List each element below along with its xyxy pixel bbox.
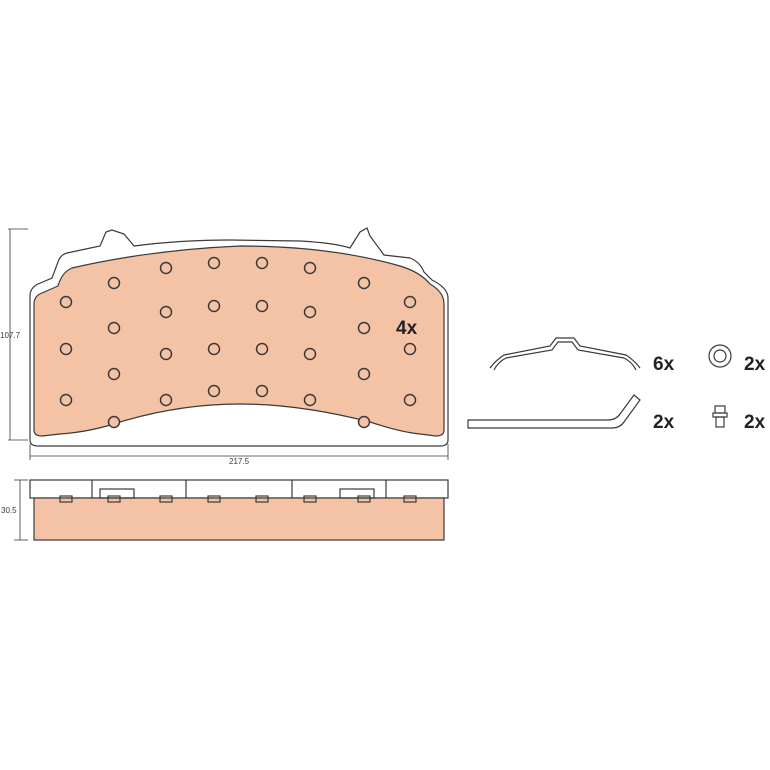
rivet: [159, 347, 173, 361]
side-rivet-group: [59, 495, 417, 503]
side-rivet: [357, 495, 371, 503]
rivet: [303, 305, 317, 319]
ring-quantity: 2x: [744, 354, 766, 375]
rivet: [107, 415, 121, 429]
pad-side-view: [29, 479, 449, 541]
side-rivet: [303, 495, 317, 503]
rivet: [403, 393, 417, 407]
bolt-icon: [712, 405, 728, 428]
rivet: [303, 393, 317, 407]
rivet: [207, 256, 221, 270]
rivet: [255, 299, 269, 313]
side-rivet: [107, 495, 121, 503]
ring-icon: [708, 344, 732, 368]
rivet-group: [59, 256, 417, 429]
rivet: [403, 342, 417, 356]
spring-clip-quantity: 6x: [653, 354, 675, 375]
side-rivet: [159, 495, 173, 503]
wear-pin-quantity: 2x: [653, 412, 675, 433]
side-backing-plate: [29, 479, 449, 499]
bolt-quantity: 2x: [744, 412, 766, 433]
rivet: [303, 261, 317, 275]
spring-clip-icon: [489, 337, 641, 371]
rivet: [357, 321, 371, 335]
thickness-dimension-label: 30.5: [1, 506, 17, 515]
side-rivet: [403, 495, 417, 503]
rivet: [255, 256, 269, 270]
side-friction-material: [33, 497, 445, 541]
rivet: [207, 384, 221, 398]
rivet: [207, 299, 221, 313]
rivet: [159, 393, 173, 407]
rivet: [255, 342, 269, 356]
rivet: [59, 393, 73, 407]
rivet: [303, 347, 317, 361]
backing-plate-outline: [29, 227, 449, 447]
thickness-dimension: 30.5: [1, 479, 28, 541]
height-dimension: 107.7: [0, 228, 28, 441]
rivet: [357, 415, 371, 429]
rivet: [403, 295, 417, 309]
friction-material: [33, 245, 445, 437]
side-rivet: [207, 495, 221, 503]
side-rivet: [255, 495, 269, 503]
rivet: [107, 321, 121, 335]
rivet: [357, 276, 371, 290]
width-dimension: 217.5: [29, 444, 449, 466]
side-rivet: [59, 495, 73, 503]
rivet: [159, 261, 173, 275]
pad-front-view: 4x: [29, 227, 449, 447]
rivet: [357, 367, 371, 381]
rivet: [255, 384, 269, 398]
wear-pin-icon: [467, 394, 641, 429]
rivet: [107, 367, 121, 381]
pad-quantity-label: 4x: [396, 318, 418, 339]
rivet: [159, 305, 173, 319]
height-dimension-label: 107.7: [0, 331, 21, 340]
rivet: [59, 295, 73, 309]
rivet: [59, 342, 73, 356]
width-dimension-label: 217.5: [229, 457, 250, 466]
rivet: [207, 342, 221, 356]
side-clip-left: [99, 488, 135, 499]
side-clip-right: [339, 488, 375, 499]
rivet: [107, 276, 121, 290]
